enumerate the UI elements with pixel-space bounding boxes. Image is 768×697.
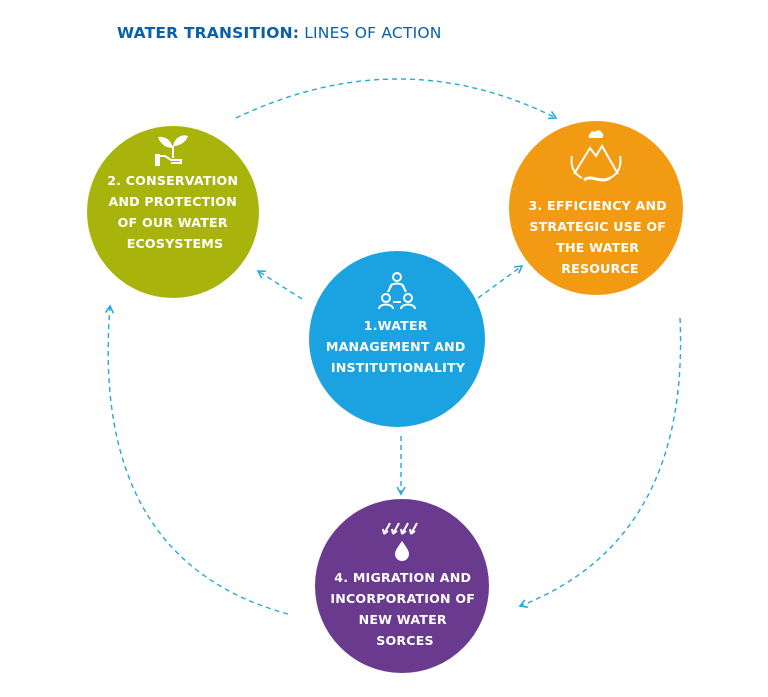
connector-management-to-efficiency	[477, 265, 524, 299]
efficiency-line-2: STRATEGIC USE OF	[529, 219, 666, 234]
circle-migration-bg	[315, 499, 489, 673]
mountain-river-icon	[570, 130, 622, 182]
water-drop-arrows-icon	[382, 522, 418, 561]
efficiency-line-4: RESOURCE	[561, 261, 638, 276]
connector-conservation-to-efficiency	[235, 78, 558, 120]
migration-line-2: INCORPORATION OF	[330, 591, 475, 606]
circle-management: 1.WATER MANAGEMENT AND INSTITUTIONALITY	[309, 251, 485, 427]
connector-migration-to-conservation	[104, 304, 289, 615]
title-light: LINES OF ACTION	[304, 24, 442, 42]
circle-efficiency-label: 3. EFFICIENCY AND STRATEGIC USE OF THE W…	[529, 198, 672, 276]
connector-efficiency-to-migration	[518, 317, 682, 608]
circle-management-label: 1.WATER MANAGEMENT AND INSTITUTIONALITY	[326, 318, 470, 375]
circle-efficiency-bg	[509, 121, 683, 295]
migration-line-4: SORCES	[376, 633, 434, 648]
conservation-line-4: ECOSYSTEMS	[127, 236, 224, 251]
title-bold: WATER TRANSITION:	[117, 24, 300, 42]
circle-conservation: 2. CONSERVATION AND PROTECTION OF OUR WA…	[87, 126, 259, 298]
management-line-1: 1.WATER	[364, 318, 428, 333]
connector-management-to-conservation	[256, 270, 303, 300]
efficiency-line-1: 3. EFFICIENCY AND	[529, 198, 667, 213]
people-network-icon	[378, 272, 416, 310]
circle-migration-label: 4. MIGRATION AND INCORPORATION OF NEW WA…	[330, 570, 479, 648]
page-title: WATER TRANSITION:LINES OF ACTION	[117, 24, 442, 42]
management-line-2: MANAGEMENT AND	[326, 339, 466, 354]
hand-holding-plant-icon	[155, 135, 188, 166]
circle-conservation-label: 2. CONSERVATION AND PROTECTION OF OUR WA…	[107, 173, 243, 251]
conservation-line-3: OF OUR WATER	[118, 215, 228, 230]
efficiency-line-3: THE WATER	[556, 240, 639, 255]
migration-line-3: NEW WATER	[359, 612, 447, 627]
circle-migration: 4. MIGRATION AND INCORPORATION OF NEW WA…	[315, 499, 489, 673]
conservation-line-2: AND PROTECTION	[108, 194, 237, 209]
conservation-line-1: 2. CONSERVATION	[107, 173, 238, 188]
migration-line-1: 4. MIGRATION AND	[334, 570, 471, 585]
management-line-3: INSTITUTIONALITY	[331, 360, 466, 375]
circle-efficiency: 3. EFFICIENCY AND STRATEGIC USE OF THE W…	[509, 121, 683, 295]
circle-conservation-bg	[87, 126, 259, 298]
circle-management-bg	[309, 251, 485, 427]
